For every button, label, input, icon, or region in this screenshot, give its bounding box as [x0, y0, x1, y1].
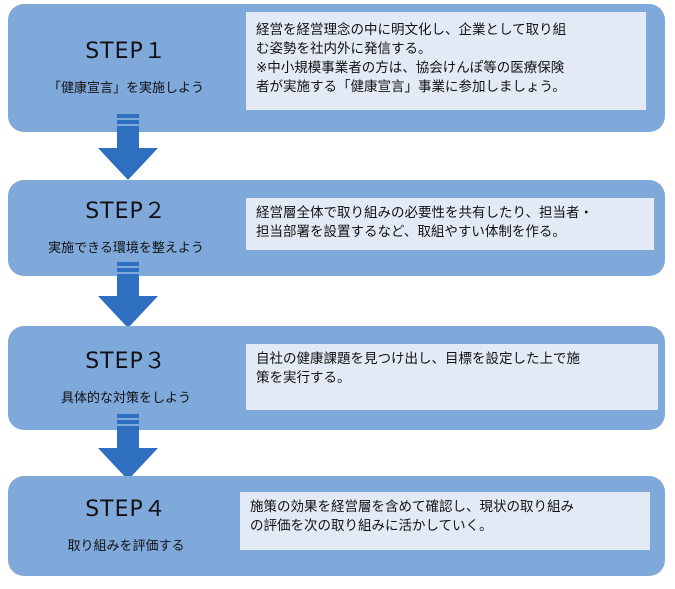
step-4-description: 施策の効果を経営層を含めて確認し、現状の取り組み の評価を次の取り組みに活かして…	[240, 492, 650, 550]
step-4-title: STEP４	[85, 496, 167, 522]
step-4-box: STEP４ 取り組みを評価する 施策の効果を経営層を含めて確認し、現状の取り組み…	[8, 476, 665, 576]
down-arrow-icon	[98, 262, 158, 328]
step-1-description: 経営を経営理念の中に明文化し、企業として取り組 む姿勢を社内外に発信する。 ※中…	[246, 12, 646, 110]
step-4-subtitle: 取り組みを評価する	[67, 538, 185, 554]
step-3-title: STEP３	[85, 348, 167, 374]
down-arrow-icon	[98, 414, 158, 480]
step-4-heading: STEP４ 取り組みを評価する	[8, 476, 244, 576]
step-3-subtitle: 具体的な対策をしよう	[60, 390, 191, 406]
step-3-description: 自社の健康課題を見つけ出し、目標を設定した上で施 策を実行する。	[246, 344, 658, 410]
step-3-heading: STEP３ 具体的な対策をしよう	[8, 326, 244, 430]
down-arrow-icon	[98, 114, 158, 180]
step-1-subtitle: 「健康宣言」を実施しよう	[47, 80, 204, 96]
step-1-heading: STEP１ 「健康宣言」を実施しよう	[8, 4, 244, 132]
step-2-description: 経営層全体で取り組みの必要性を共有したり、担当者・ 担当部署を設置するなど、取組…	[246, 198, 654, 250]
step-2-heading: STEP２ 実施できる環境を整えよう	[8, 180, 244, 276]
step-2-title: STEP２	[85, 198, 167, 224]
step-2-box: STEP２ 実施できる環境を整えよう 経営層全体で取り組みの必要性を共有したり、…	[8, 180, 665, 276]
step-1-title: STEP１	[85, 38, 167, 64]
step-1-box: STEP１ 「健康宣言」を実施しよう 経営を経営理念の中に明文化し、企業として取…	[8, 4, 665, 132]
step-3-box: STEP３ 具体的な対策をしよう 自社の健康課題を見つけ出し、目標を設定した上で…	[8, 326, 665, 430]
step-2-subtitle: 実施できる環境を整えよう	[48, 240, 204, 256]
